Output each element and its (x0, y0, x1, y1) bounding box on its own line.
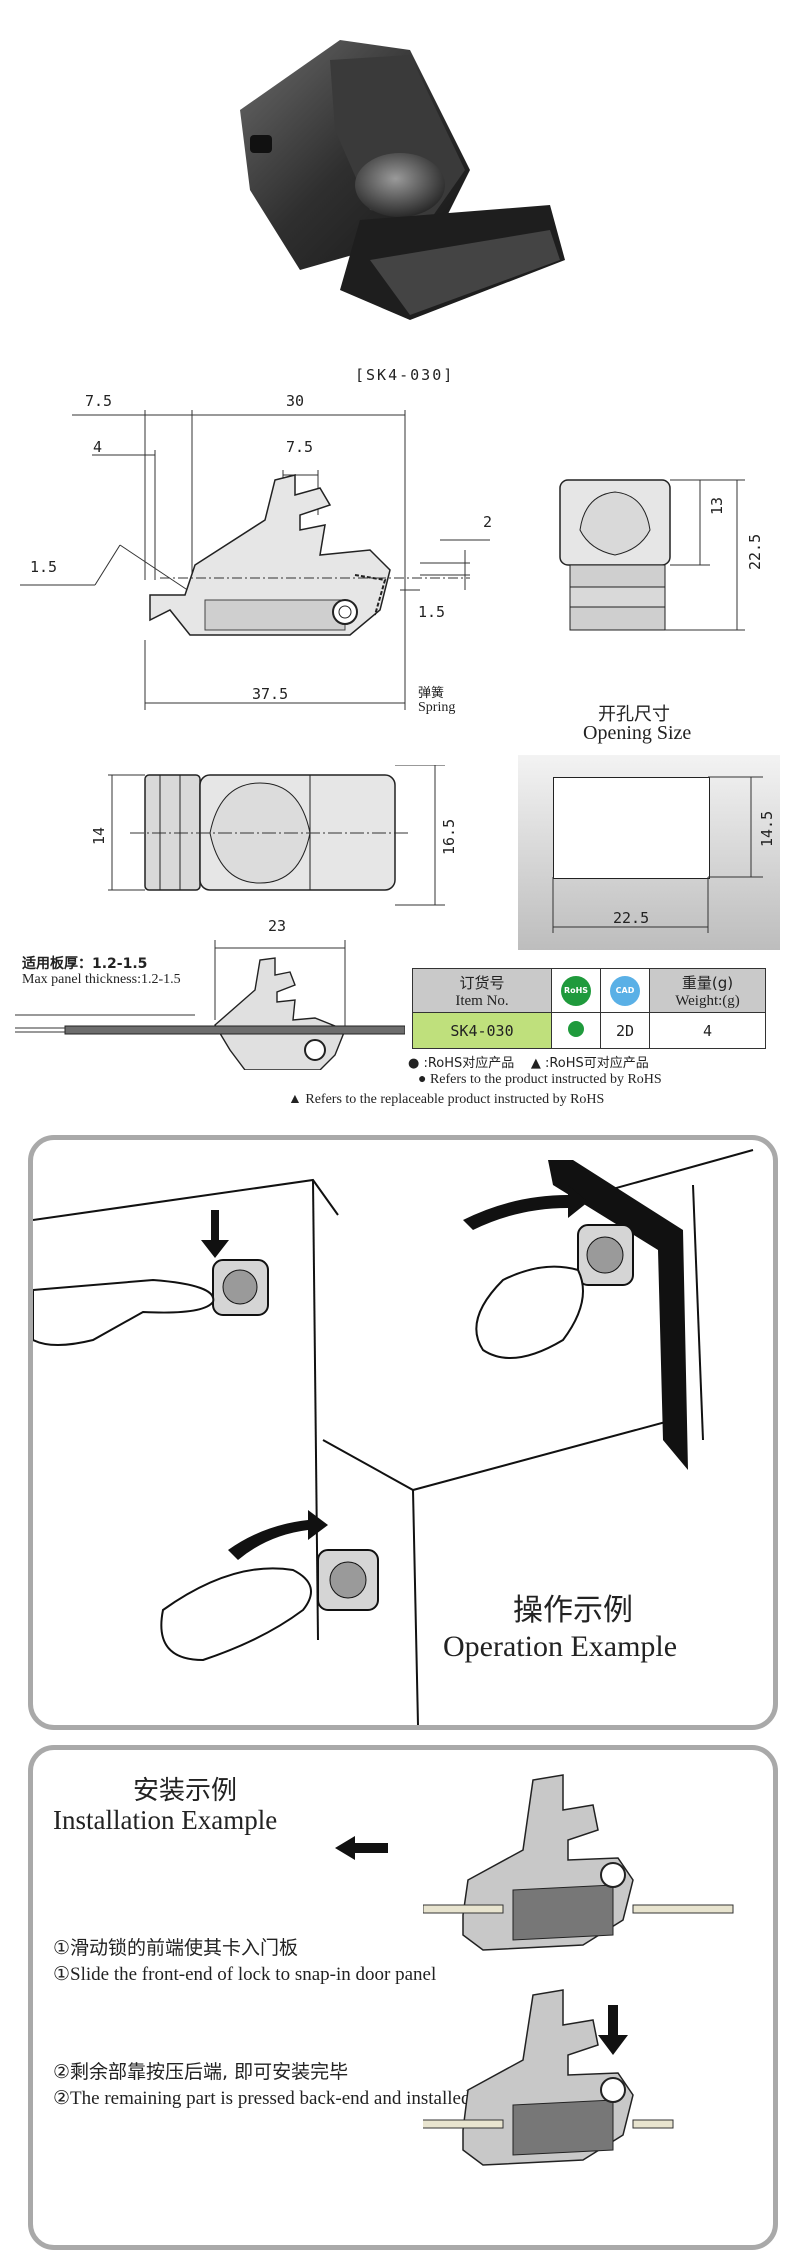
top-view-drawing (108, 765, 445, 906)
cell-item-no: SK4-030 (412, 1012, 552, 1049)
spring-label-cn: 弹簧 (418, 686, 445, 701)
rohs-dot-icon (568, 1020, 584, 1037)
cell-rohs (551, 1012, 601, 1049)
installation-title-cn: 安装示例 (133, 1776, 238, 1806)
front-view-drawing (559, 479, 745, 631)
header-weight: 重量(g) Weight:(g) (649, 968, 766, 1013)
panel-install-drawing (15, 940, 405, 1070)
dim-7-5: 7.5 (85, 392, 113, 410)
header-cad: CAD (600, 968, 650, 1013)
cad-badge-icon: CAD (610, 975, 640, 1006)
dim-4: 4 (93, 438, 103, 456)
opening-title-en: Opening Size (583, 722, 692, 744)
product-photo (240, 40, 565, 320)
dim-23: 23 (268, 917, 287, 935)
panel-thickness-en: Max panel thickness:1.2-1.5 (22, 972, 181, 987)
legend-line-3: ▲ Refers to the replaceable product inst… (288, 1092, 605, 1107)
dim-7-5-top: 7.5 (286, 438, 314, 456)
dim-1-5-right: 1.5 (418, 603, 446, 621)
slide-left-arrow-icon (335, 1836, 388, 1860)
dim-2: 2 (483, 513, 493, 531)
installation-panel: 安装示例 Installation Example ①滑动锁的前端使其卡入门板 … (28, 1745, 778, 2250)
cell-cad: 2D (600, 1012, 650, 1049)
panel-thickness-cn: 适用板厚：1.2-1.5 (22, 956, 148, 972)
spec-table: 订货号 Item No. RoHS CAD 重量(g) Weight:(g) S… (412, 968, 766, 1049)
legend-line-2: ● Refers to the product instructed by Ro… (418, 1072, 662, 1087)
step1-en: ①Slide the front-end of lock to snap-in … (53, 1964, 437, 1985)
header-item-no: 订货号 Item No. (412, 968, 552, 1013)
dim-13: 13 (708, 496, 726, 515)
step1-cn: ①滑动锁的前端使其卡入门板 (53, 1937, 299, 1959)
dim-1-5-left: 1.5 (30, 558, 58, 576)
opening-height: 14.5 (758, 810, 776, 847)
dim-37-5: 37.5 (252, 685, 289, 703)
spring-label-en: Spring (418, 700, 456, 715)
model-code: [SK4-030] (355, 366, 455, 384)
dim-30: 30 (286, 392, 305, 410)
dim-14: 14 (90, 826, 108, 845)
operation-illustration (33, 1149, 754, 1725)
legend-line-1: ● :RoHS对应产品 ▲ :RoHS可对应产品 (408, 1056, 649, 1071)
opening-width: 22.5 (613, 909, 650, 927)
side-view-drawing (20, 410, 490, 710)
cell-weight: 4 (649, 1012, 766, 1049)
step2-en: ②The remaining part is pressed back-end … (53, 2088, 471, 2109)
operation-title-en: Operation Example (443, 1630, 678, 1663)
installation-title-en: Installation Example (53, 1805, 278, 1835)
installation-illustration (423, 1774, 734, 2166)
operation-panel: 操作示例 Operation Example (28, 1135, 778, 1730)
operation-title-cn: 操作示例 (513, 1593, 633, 1628)
header-rohs: RoHS (551, 968, 601, 1013)
opening-title-cn: 开孔尺寸 (598, 704, 670, 725)
step2-cn: ②剩余部靠按压后端, 即可安装完毕 (53, 2061, 349, 2083)
rohs-badge-icon: RoHS (561, 975, 591, 1006)
opening-cutout (553, 777, 710, 879)
dim-22-5: 22.5 (746, 533, 764, 570)
dim-16-5: 16.5 (440, 818, 458, 855)
opening-size-panel: 22.5 14.5 (518, 755, 780, 950)
